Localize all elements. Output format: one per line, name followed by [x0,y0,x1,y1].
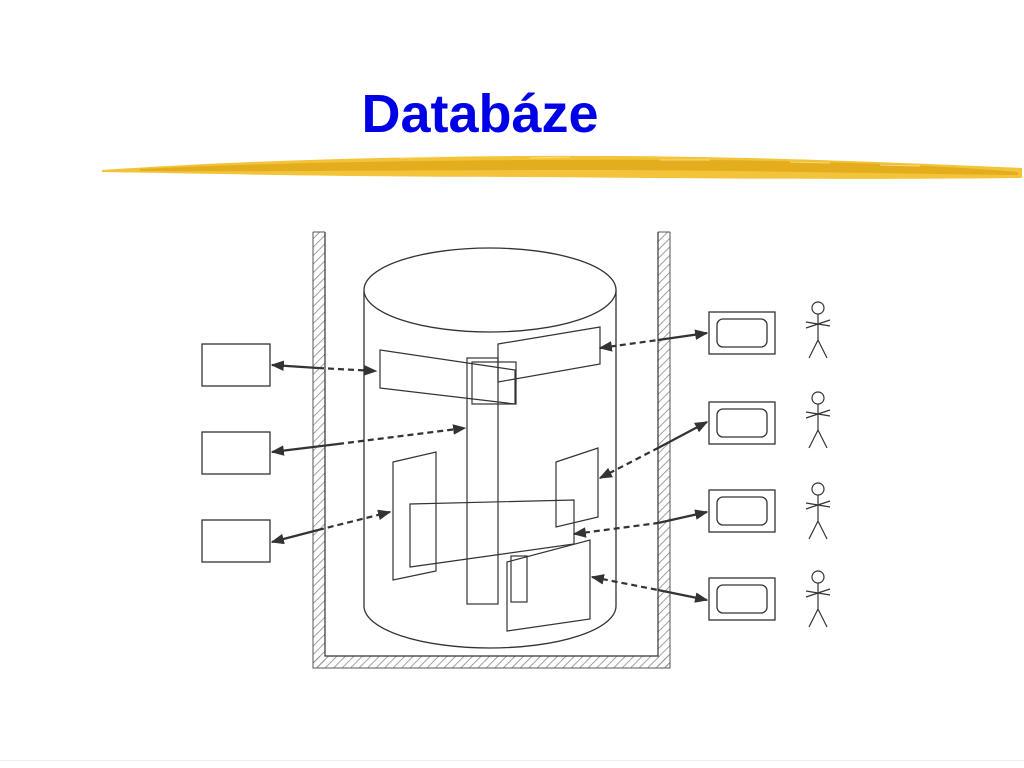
database-cylinder-icon [363,247,617,649]
highlighter-stroke [102,155,1022,179]
view-right-panel [555,447,599,528]
bottom-rule [0,760,1024,761]
database-diagram [201,231,831,669]
user-icon [805,301,831,628]
view-bottom-small [510,555,528,603]
enclosure [312,231,671,669]
view-small-center [471,361,517,405]
view-bottom-right [506,539,591,632]
view-column-center [466,357,499,605]
terminal-icon [708,311,776,621]
external-box-3 [201,519,271,563]
view-left-panel [392,451,437,581]
external-box-2 [201,431,271,475]
data-views [379,326,601,632]
user-3 [805,482,831,540]
slide-title-text: Databáze [361,84,599,144]
view-band-middle [409,499,575,568]
arrows-left [270,360,467,545]
user-2 [805,391,831,449]
external-box-1 [201,343,271,387]
arrows-right [572,329,709,603]
user-4 [805,570,831,628]
user-1 [805,301,831,359]
application-box-icon [201,343,271,563]
view-band-top-right [497,326,601,383]
slide-title: Databáze [0,78,1024,150]
